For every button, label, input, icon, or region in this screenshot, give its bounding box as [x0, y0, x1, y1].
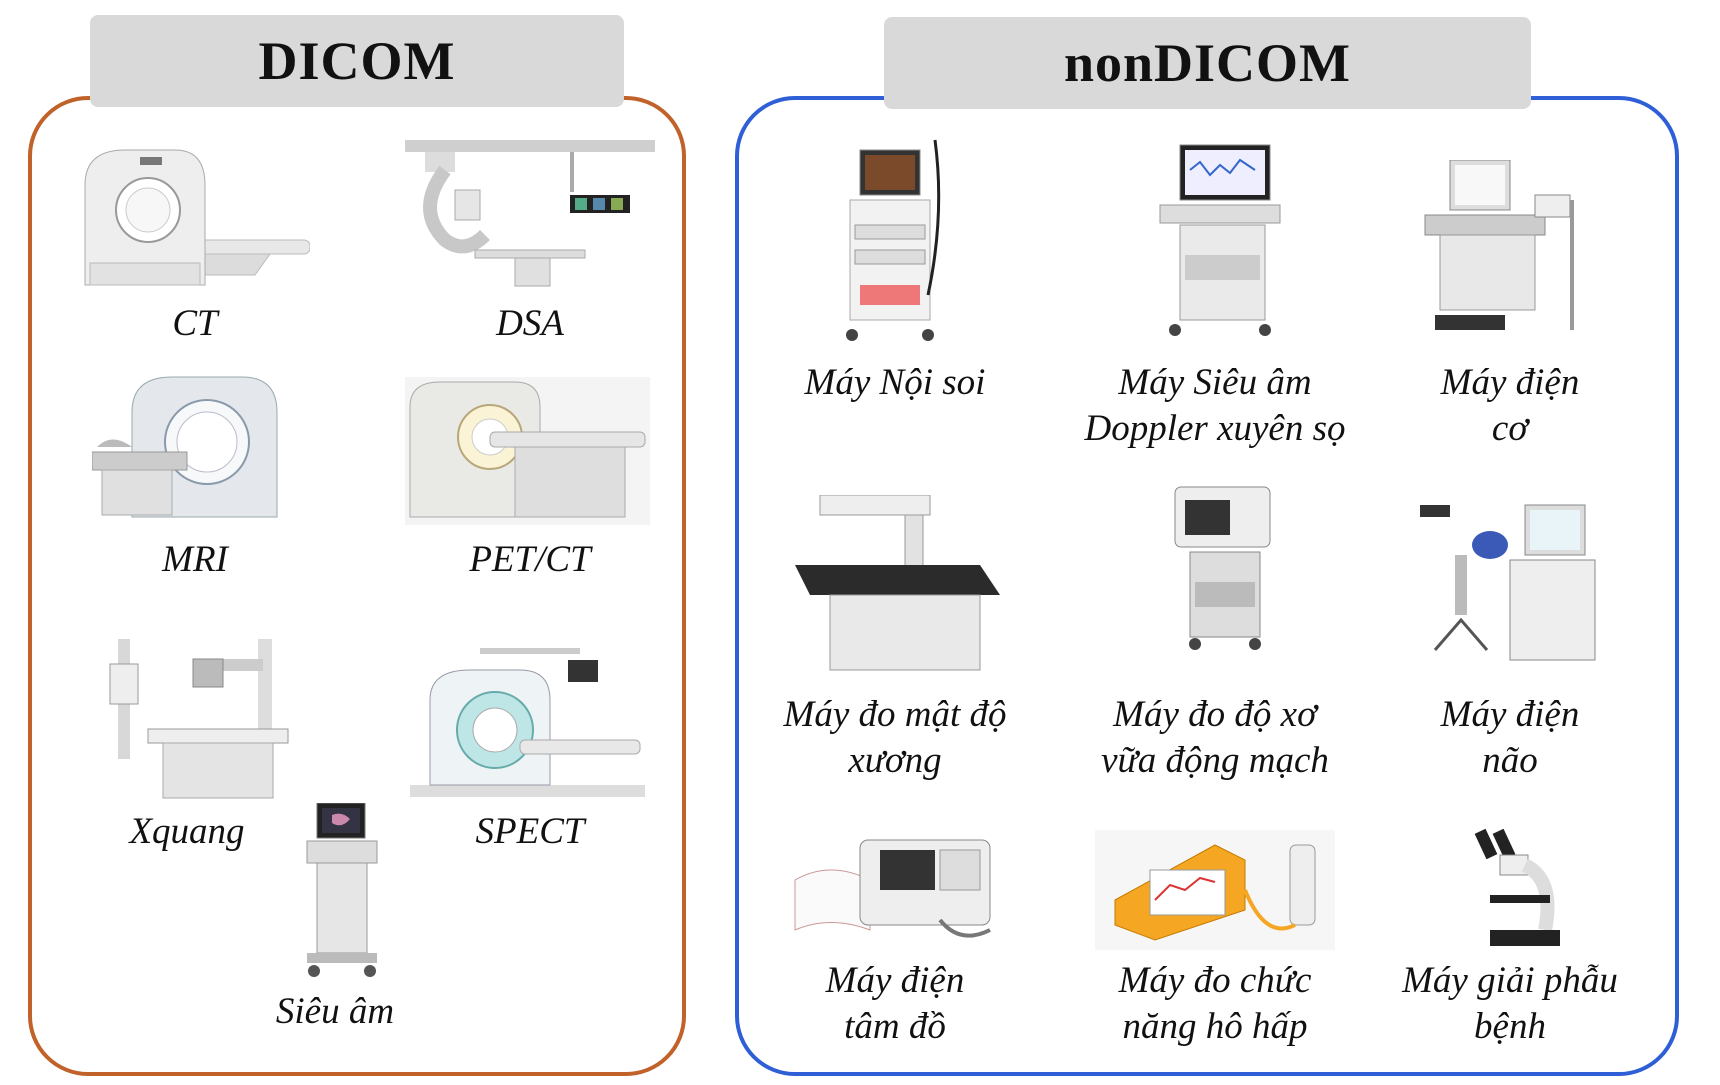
xquang-label: Xquang — [129, 811, 245, 852]
dien-co-label-line1: Máy điện — [1440, 362, 1580, 403]
bone-densitometer-image — [795, 495, 1000, 671]
eeg-machine-image — [1420, 504, 1596, 661]
ct-scanner-image — [84, 149, 310, 286]
dicom-title: DICOM — [90, 15, 624, 107]
dsa-system-image — [405, 140, 655, 287]
spect-label: SPECT — [475, 811, 585, 852]
doppler-label-line2: Doppler xuyên sọ — [1084, 408, 1346, 449]
ho-hap-label-line2: năng hô hấp — [1122, 1006, 1308, 1047]
mri-label: MRI — [162, 539, 228, 580]
spirometer-image — [1095, 830, 1335, 950]
noi-soi-label: Máy Nội soi — [804, 362, 986, 403]
mat-do-xuong-label-line2: xương — [848, 740, 942, 781]
pet-ct-scanner-image — [405, 377, 650, 525]
mri-scanner-image — [92, 376, 278, 518]
microscope-image — [1474, 828, 1560, 946]
endoscopy-tower-image — [846, 139, 941, 341]
doppler-label-line1: Máy Siêu âm — [1118, 362, 1312, 403]
spect-scanner-image — [410, 648, 645, 797]
arterial-stiffness-device-image — [1174, 486, 1271, 650]
dsa-label: DSA — [496, 303, 564, 344]
xray-machine-image — [109, 639, 289, 799]
ho-hap-label-line1: Máy đo chức — [1118, 960, 1312, 1001]
pet-ct-label: PET/CT — [469, 539, 591, 580]
xo-vua-label-line2: vữa động mạch — [1101, 740, 1329, 781]
ecg-machine-image — [794, 839, 991, 938]
nondicom-title: nonDICOM — [884, 17, 1531, 109]
giai-phau-label-line2: bệnh — [1474, 1006, 1546, 1047]
tam-do-label-line1: Máy điện — [825, 960, 965, 1001]
xo-vua-label-line1: Máy đo độ xơ — [1113, 694, 1317, 735]
dien-co-label-line2: cơ — [1491, 408, 1529, 449]
mat-do-xuong-label-line1: Máy đo mật độ — [783, 694, 1007, 735]
transcranial-doppler-image — [1159, 144, 1281, 336]
sieu-am-label: Siêu âm — [275, 991, 395, 1032]
ultrasound-machine-image — [306, 803, 378, 977]
dien-nao-label-line1: Máy điện — [1440, 694, 1580, 735]
tam-do-label-line2: tâm đồ — [844, 1006, 946, 1047]
ct-label: CT — [172, 303, 218, 344]
giai-phau-label-line1: Máy giải phẫu — [1402, 960, 1618, 1001]
emg-machine-image — [1424, 160, 1574, 330]
dien-nao-label-line2: não — [1482, 740, 1538, 781]
